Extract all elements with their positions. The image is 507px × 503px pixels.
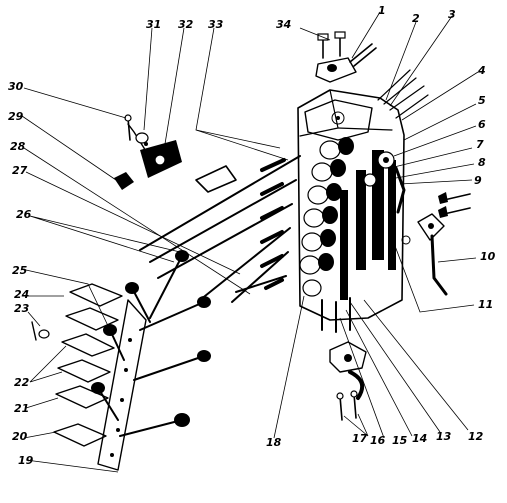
part-34-bolts-and-cap bbox=[315, 31, 377, 83]
callout-17: 17 bbox=[352, 432, 368, 445]
callout-29: 29 bbox=[8, 110, 24, 123]
callout-21: 21 bbox=[14, 402, 29, 415]
callout-11: 11 bbox=[478, 298, 493, 311]
callout-30: 30 bbox=[8, 80, 24, 93]
callout-2: 2 bbox=[412, 12, 420, 25]
callout-14: 14 bbox=[412, 432, 427, 445]
callout-25: 25 bbox=[12, 264, 28, 277]
valve-block-body bbox=[297, 69, 429, 333]
callout-31: 31 bbox=[146, 18, 161, 31]
callout-20: 20 bbox=[12, 430, 28, 443]
callout-18: 18 bbox=[266, 436, 282, 449]
callout-12: 12 bbox=[468, 430, 484, 443]
hand-levers bbox=[53, 282, 151, 447]
callout-15: 15 bbox=[392, 434, 408, 447]
callout-24: 24 bbox=[14, 288, 29, 301]
callout-5: 5 bbox=[478, 94, 486, 107]
part-23-pin-and-washer bbox=[31, 321, 50, 341]
callout-27: 27 bbox=[12, 164, 28, 177]
callout-10: 10 bbox=[480, 250, 496, 263]
callout-1: 1 bbox=[378, 4, 386, 17]
callout-13: 13 bbox=[436, 430, 452, 443]
callout-16: 16 bbox=[370, 434, 386, 447]
callout-7: 7 bbox=[476, 138, 484, 151]
callout-4: 4 bbox=[477, 64, 486, 77]
callout-22: 22 bbox=[14, 376, 30, 389]
control-rods bbox=[119, 155, 301, 437]
callout-26: 26 bbox=[16, 208, 32, 221]
callout-19: 19 bbox=[18, 454, 34, 467]
part-16-17-flange-and-bolts bbox=[329, 341, 367, 421]
callout-9: 9 bbox=[474, 174, 482, 187]
callout-23: 23 bbox=[14, 302, 30, 315]
callout-labels: 1 2 3 4 5 6 7 8 9 10 11 12 13 14 15 16 1… bbox=[8, 4, 496, 467]
callout-34: 34 bbox=[276, 18, 291, 31]
part-31-32-33-clevis bbox=[114, 123, 237, 193]
part-10-handle bbox=[401, 192, 471, 296]
callout-32: 32 bbox=[178, 18, 194, 31]
callout-3: 3 bbox=[448, 8, 456, 21]
callout-28: 28 bbox=[10, 140, 26, 153]
callout-33: 33 bbox=[208, 18, 224, 31]
spool-caps bbox=[299, 137, 354, 297]
callout-6: 6 bbox=[478, 118, 486, 131]
leader-lines bbox=[21, 11, 479, 473]
callout-8: 8 bbox=[478, 156, 486, 169]
mounting-plate bbox=[97, 299, 147, 471]
